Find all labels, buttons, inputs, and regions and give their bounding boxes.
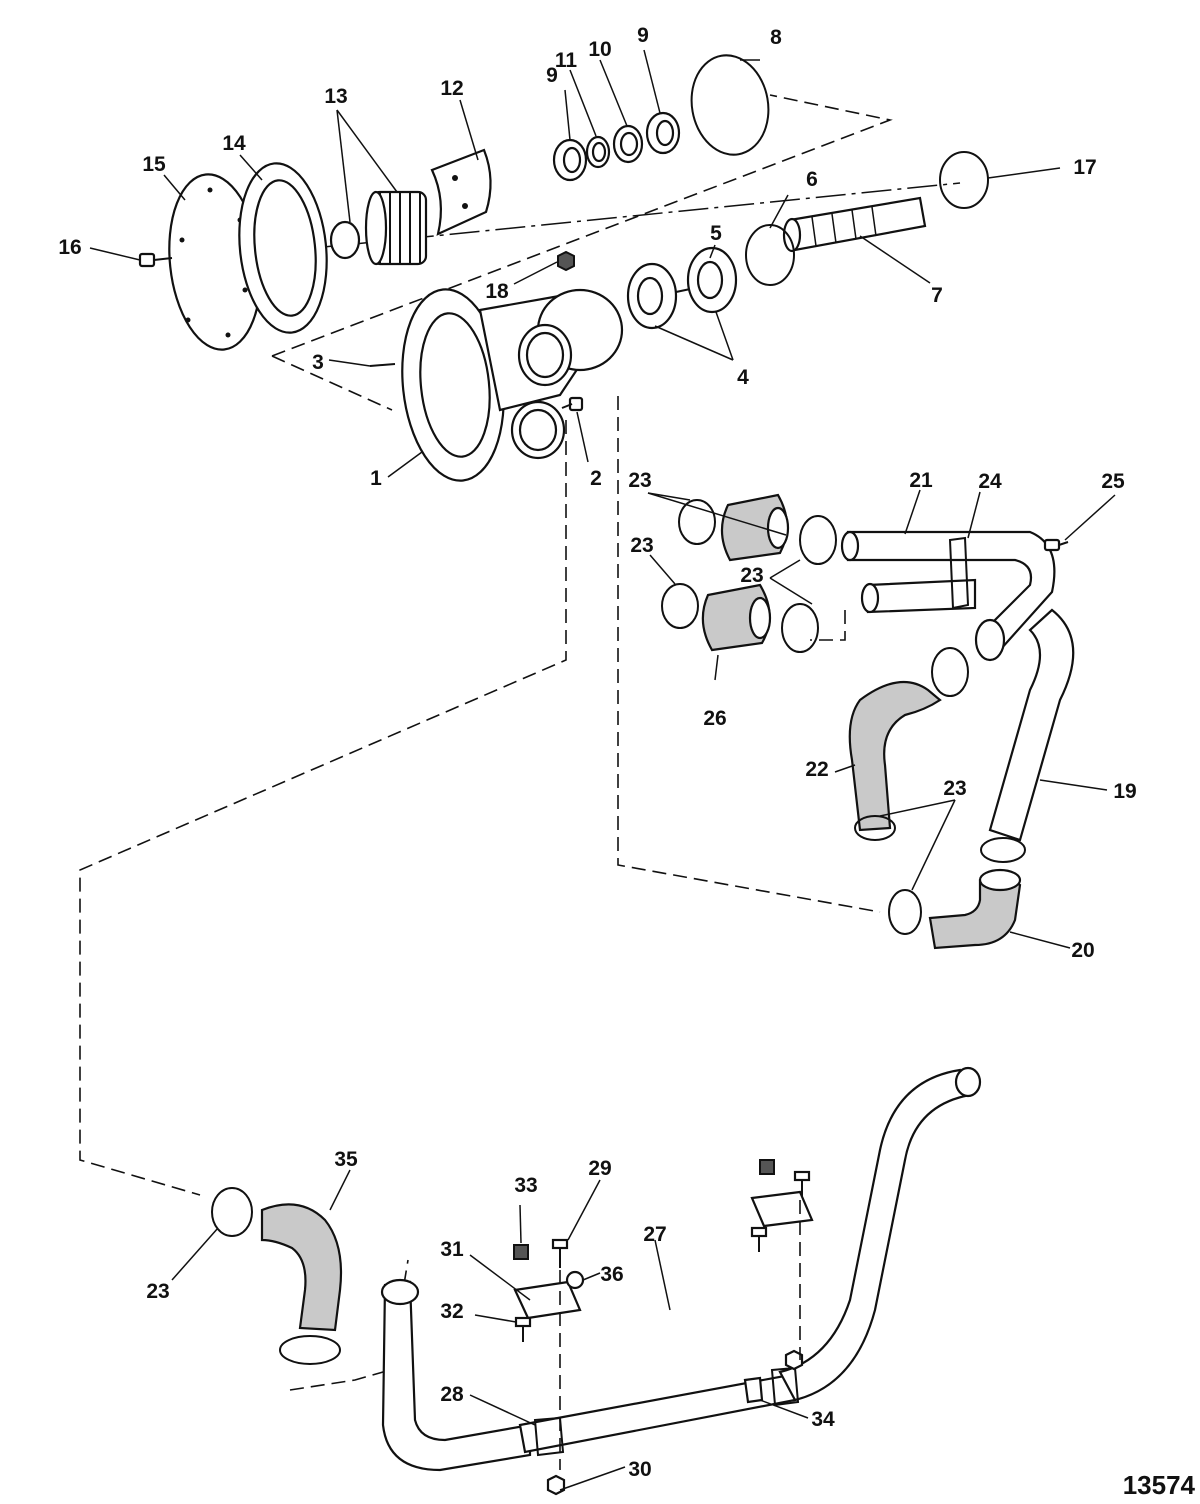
callout-30: 30 [628, 1458, 651, 1481]
callout-15: 15 [142, 153, 166, 176]
wear-plate [430, 148, 492, 236]
bolt [793, 1170, 811, 1196]
pump-housing [401, 288, 624, 482]
callout-33: 33 [514, 1174, 537, 1197]
callout-5: 5 [710, 222, 722, 245]
connection-line-outlet [617, 396, 881, 913]
tube-bracket [948, 536, 970, 610]
bearings [626, 246, 738, 330]
callout-18: 18 [485, 280, 509, 303]
large-o-ring [690, 54, 770, 156]
hose-clamp [211, 1187, 253, 1237]
hose-clamp [980, 837, 1026, 863]
washer [565, 1270, 585, 1290]
callout-labels: 1 2 3 4 5 6 7 8 9 9 10 11 12 13 14 15 16… [58, 24, 1136, 1481]
callout-23-b: 23 [630, 534, 653, 557]
callout-19: 19 [1113, 780, 1136, 803]
shaft-o-ring [939, 151, 989, 209]
nut [546, 1474, 566, 1496]
connection-line-coupler [810, 610, 846, 641]
hose-clamp [888, 889, 922, 935]
lower-pipe-assembly [211, 1066, 982, 1496]
callout-36: 36 [600, 1263, 623, 1286]
pump-shaft [782, 196, 927, 253]
inlet-hose [260, 1203, 343, 1332]
callout-29: 29 [588, 1157, 611, 1180]
callout-23-c: 23 [740, 564, 763, 587]
assembly-outline-upper [271, 94, 893, 357]
snap-ring [745, 224, 795, 286]
assembly-outline-lower [271, 355, 393, 411]
callout-20: 20 [1071, 939, 1094, 962]
cover-gasket [238, 162, 328, 334]
callout-23-e: 23 [146, 1280, 169, 1303]
drive-pin [369, 363, 396, 367]
housing-nut [557, 250, 575, 272]
bolt [750, 1226, 768, 1252]
hose-clamp [279, 1335, 341, 1365]
seals-and-bearings-upper [552, 111, 681, 182]
callout-17: 17 [1073, 156, 1096, 179]
callout-34: 34 [811, 1408, 835, 1431]
callout-1: 1 [370, 467, 382, 490]
callout-35: 35 [334, 1148, 358, 1171]
callout-2: 2 [590, 467, 602, 490]
callout-31: 31 [440, 1238, 464, 1261]
outlet-pipe [988, 608, 1075, 842]
cover-screw [138, 252, 173, 268]
callout-4: 4 [737, 366, 749, 389]
nut [513, 1244, 529, 1260]
figure-number: 13574 [1123, 1470, 1196, 1499]
connection-line-inlet [79, 420, 567, 1196]
callout-13: 13 [324, 85, 347, 108]
callout-12: 12 [440, 77, 463, 100]
callout-10: 10 [588, 38, 611, 61]
callout-9-upper: 9 [637, 24, 649, 47]
bolt [551, 1238, 569, 1268]
hose-clamp [661, 583, 699, 629]
nut [784, 1349, 804, 1371]
impeller [329, 190, 428, 266]
hose-clamp [799, 515, 837, 565]
hose-clamp [781, 603, 819, 653]
pump-assembly [138, 54, 989, 482]
callout-9-lower: 9 [546, 64, 558, 87]
callout-21: 21 [909, 469, 933, 492]
callout-32: 32 [440, 1300, 463, 1323]
leader-lines [89, 49, 1116, 1491]
pipe-bracket [750, 1190, 814, 1228]
bracket-screw [1043, 538, 1069, 552]
callout-14: 14 [222, 132, 246, 155]
hose-clamp [678, 499, 716, 545]
callout-24: 24 [978, 470, 1002, 493]
elbow-hose [848, 680, 942, 832]
callout-25: 25 [1101, 470, 1125, 493]
drain-plug [743, 1376, 764, 1404]
callout-23-a: 23 [628, 469, 651, 492]
housing-screw [561, 396, 584, 412]
callout-16: 16 [58, 236, 81, 259]
callout-26: 26 [703, 707, 726, 730]
hose-clamp [854, 815, 896, 841]
callout-8: 8 [770, 26, 782, 49]
nut [759, 1159, 775, 1175]
hose-clamp [931, 647, 969, 697]
callout-28: 28 [440, 1383, 464, 1406]
bolt [514, 1316, 532, 1342]
callout-6: 6 [806, 168, 818, 191]
pipe-clamp [533, 1416, 565, 1457]
callout-3: 3 [312, 351, 324, 374]
pipe-bracket [513, 1280, 582, 1320]
callout-11: 11 [555, 49, 578, 72]
callout-22: 22 [805, 758, 828, 781]
callout-23-d: 23 [943, 777, 966, 800]
pump-hose-assembly [617, 396, 1075, 950]
callout-27: 27 [643, 1223, 666, 1246]
pipe-clamp [770, 1366, 800, 1407]
callout-7: 7 [931, 284, 943, 307]
crossover-pipe-right [778, 1068, 972, 1402]
